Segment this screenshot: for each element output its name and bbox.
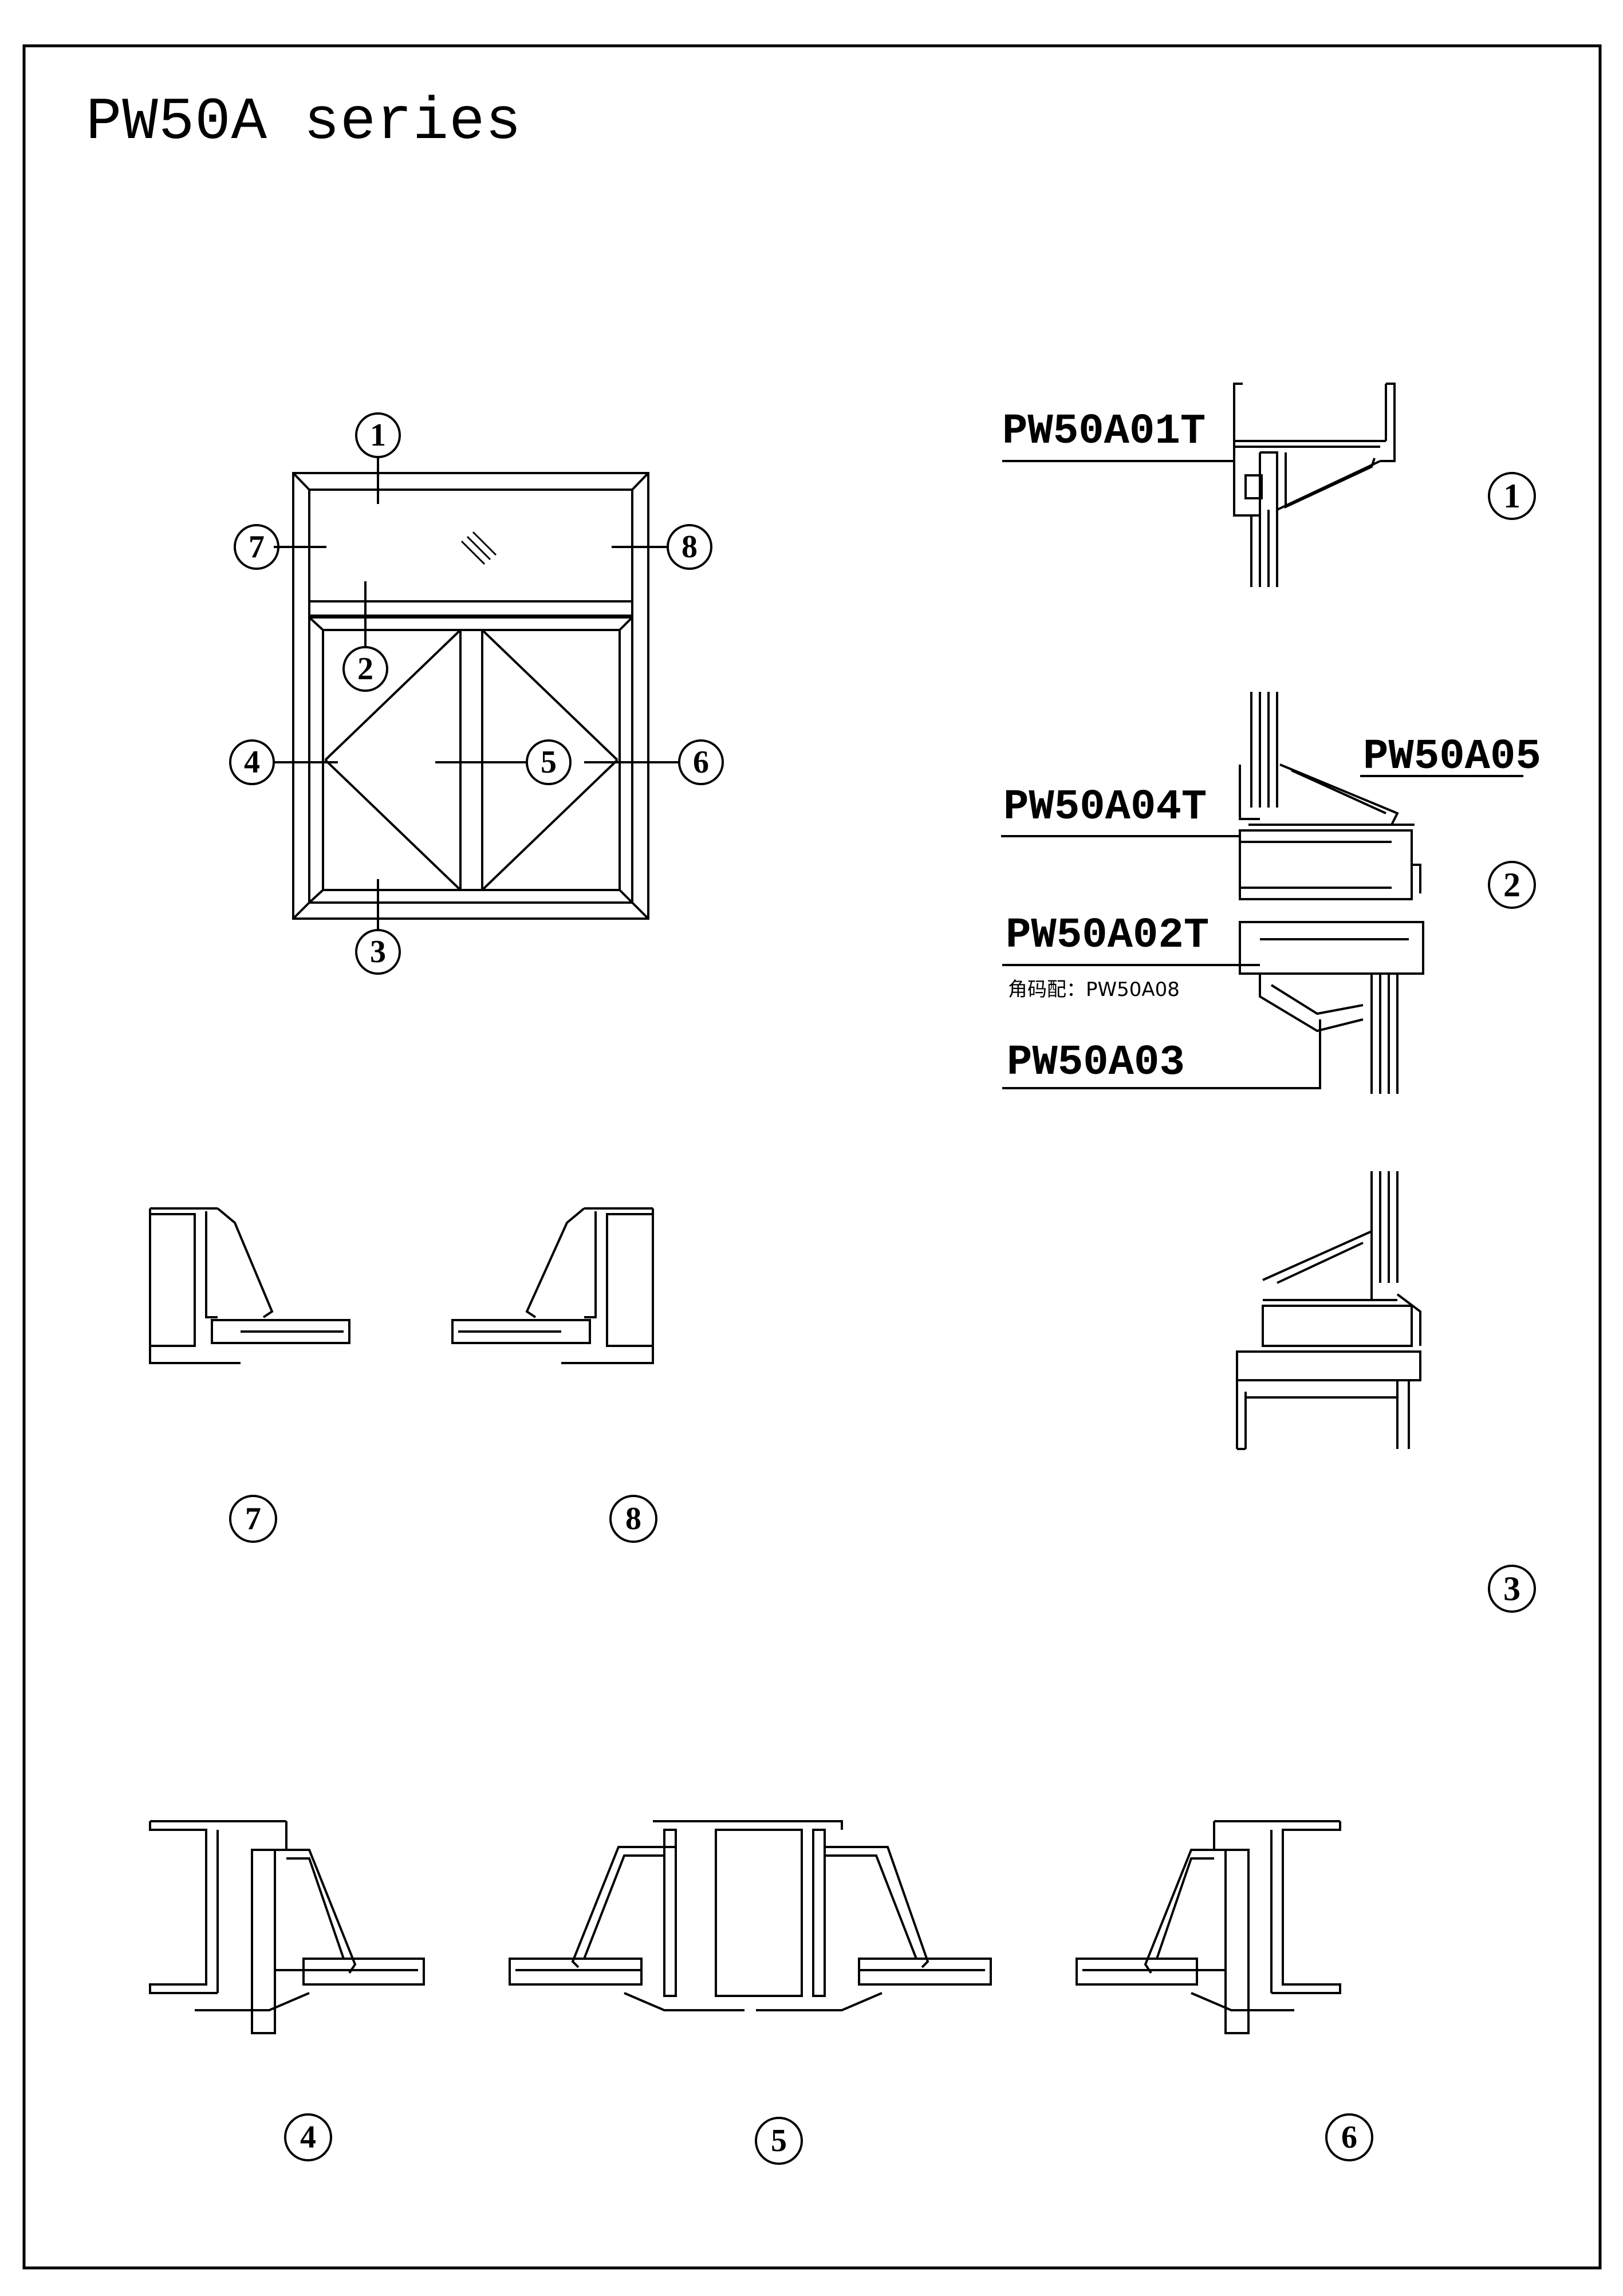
profile-code-pw50a05: PW50A05 [1363, 733, 1541, 781]
section-ref-5: 5 [771, 2123, 787, 2159]
elevation-callout-7: 7 [249, 529, 265, 565]
elevation-callout-2: 2 [357, 651, 373, 687]
profile-code-pw50a03: PW50A03 [1007, 1039, 1185, 1087]
jamb-section-4 [149, 1820, 425, 2034]
section-ref-7: 7 [245, 1501, 261, 1537]
profile-code-pw50a04t: PW50A04T [1003, 783, 1207, 832]
elevation-callout-8: 8 [681, 529, 698, 565]
elevation-callout-1: 1 [370, 418, 386, 453]
side-section-7 [149, 1207, 350, 1364]
elevation-callout-bubbles [229, 412, 724, 975]
profile-code-head: PW50A01T [1002, 408, 1206, 456]
section-callout-bubbles [229, 472, 1536, 2165]
section-ref-3: 3 [1503, 1570, 1520, 1608]
sheet-border [22, 44, 1602, 2270]
elevation-callout-4: 4 [244, 745, 260, 780]
section-ref-6: 6 [1341, 2120, 1357, 2155]
head-section [1002, 383, 1396, 587]
page-title: PW50A series [86, 89, 522, 156]
sill-section [1236, 1171, 1421, 1450]
window-elevation [274, 457, 679, 929]
mullion-section-5 [509, 1820, 992, 2011]
side-section-8 [451, 1207, 654, 1364]
jamb-section-6 [1076, 1820, 1341, 2034]
transom-section [1001, 692, 1523, 1094]
elevation-callout-6: 6 [693, 745, 709, 780]
corner-joint-note: 角码配：PW50A08 [1008, 978, 1180, 1001]
section-ref-1: 1 [1503, 477, 1520, 515]
section-ref-2: 2 [1503, 866, 1520, 904]
profile-code-pw50a02t: PW50A02T [1006, 912, 1210, 960]
elevation-callout-5: 5 [541, 745, 557, 780]
section-ref-8: 8 [625, 1501, 641, 1537]
elevation-callout-3: 3 [370, 934, 386, 970]
section-ref-4: 4 [300, 2120, 316, 2155]
